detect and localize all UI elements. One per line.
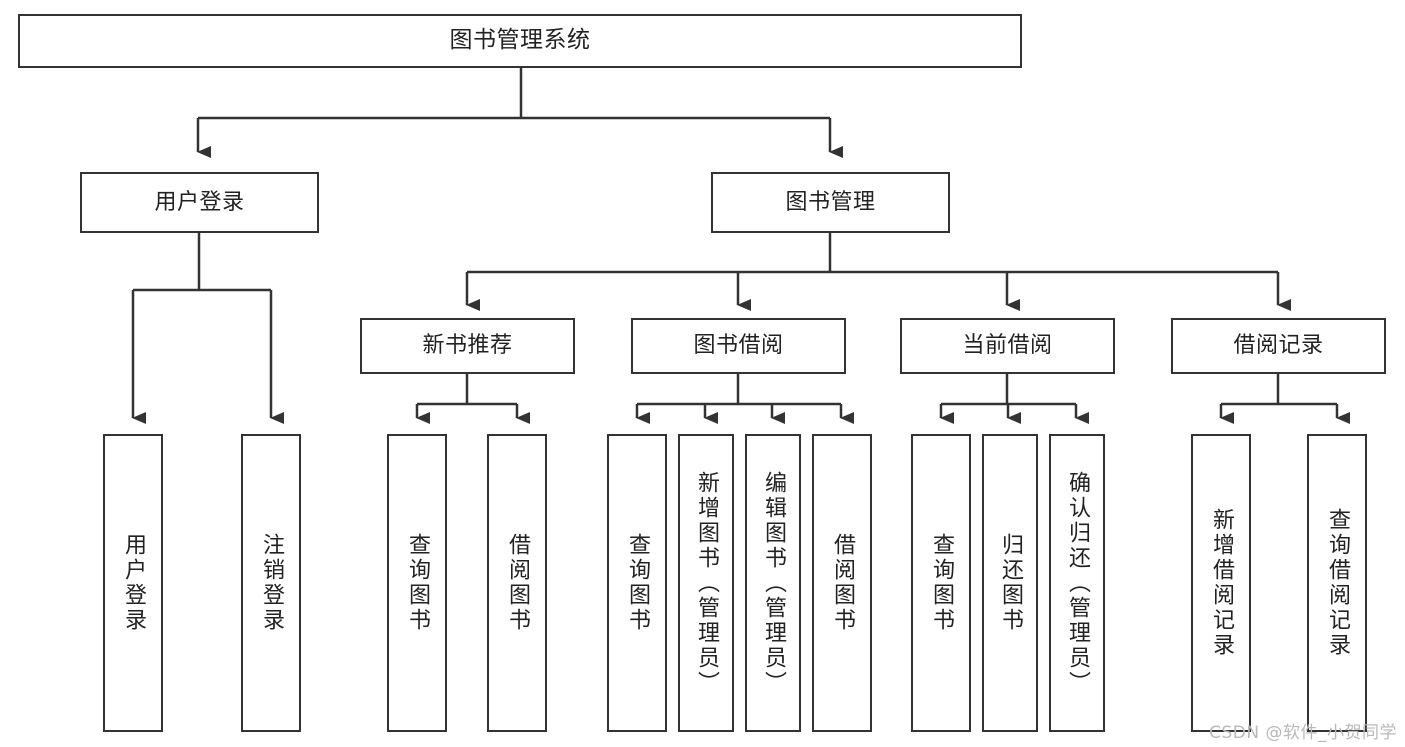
node-leaf-borrow-book-2-label: 借阅图书 (830, 533, 855, 633)
node-leaf-query-book-3[interactable]: 查询图书 (911, 434, 971, 732)
node-book-borrow-label: 图书借阅 (693, 333, 784, 359)
node-leaf-confirm-return-label: 确认归还（管理员） (1065, 470, 1090, 696)
node-leaf-query-book-1-label: 查询图书 (405, 533, 430, 633)
node-book-manage-label: 图书管理 (785, 189, 876, 215)
node-leaf-borrow-book-1-label: 借阅图书 (505, 533, 530, 633)
node-leaf-edit-book[interactable]: 编辑图书（管理员） (745, 434, 801, 732)
watermark-text: CSDN @软件_小贺同学 (1209, 723, 1397, 743)
node-book-borrow[interactable]: 图书借阅 (631, 318, 846, 374)
node-leaf-query-book-2[interactable]: 查询图书 (607, 434, 667, 732)
node-current-borrow[interactable]: 当前借阅 (900, 318, 1115, 374)
node-leaf-edit-book-label: 编辑图书（管理员） (761, 470, 786, 696)
node-leaf-query-book-3-label: 查询图书 (929, 533, 954, 633)
node-leaf-borrow-book-2[interactable]: 借阅图书 (812, 434, 872, 732)
node-leaf-query-record[interactable]: 查询借阅记录 (1307, 434, 1367, 732)
node-book-manage[interactable]: 图书管理 (711, 172, 950, 233)
node-leaf-logout-login[interactable]: 注销登录 (241, 434, 301, 732)
node-leaf-add-book-label: 新增图书（管理员） (694, 470, 719, 696)
node-leaf-confirm-return[interactable]: 确认归还（管理员） (1049, 434, 1105, 732)
node-leaf-add-record-label: 新增借阅记录 (1209, 508, 1234, 658)
node-user-login[interactable]: 用户登录 (80, 172, 319, 233)
node-leaf-return-book[interactable]: 归还图书 (982, 434, 1038, 732)
node-new-book-recommend-label: 新书推荐 (422, 333, 513, 359)
node-borrow-record[interactable]: 借阅记录 (1171, 318, 1386, 374)
node-root-label: 图书管理系统 (449, 27, 591, 54)
node-leaf-query-record-label: 查询借阅记录 (1325, 508, 1350, 658)
node-leaf-add-book[interactable]: 新增图书（管理员） (678, 434, 734, 732)
node-new-book-recommend[interactable]: 新书推荐 (360, 318, 575, 374)
node-user-login-label: 用户登录 (154, 189, 245, 215)
node-borrow-record-label: 借阅记录 (1233, 333, 1324, 359)
node-current-borrow-label: 当前借阅 (962, 333, 1053, 359)
node-leaf-query-book-2-label: 查询图书 (625, 533, 650, 633)
node-leaf-user-login[interactable]: 用户登录 (103, 434, 163, 732)
node-leaf-logout-login-label: 注销登录 (259, 533, 284, 633)
node-leaf-borrow-book-1[interactable]: 借阅图书 (487, 434, 547, 732)
node-leaf-add-record[interactable]: 新增借阅记录 (1191, 434, 1251, 732)
node-leaf-return-book-label: 归还图书 (998, 533, 1023, 633)
node-leaf-query-book-1[interactable]: 查询图书 (387, 434, 447, 732)
node-leaf-user-login-label: 用户登录 (121, 533, 146, 633)
node-root[interactable]: 图书管理系统 (18, 14, 1022, 68)
